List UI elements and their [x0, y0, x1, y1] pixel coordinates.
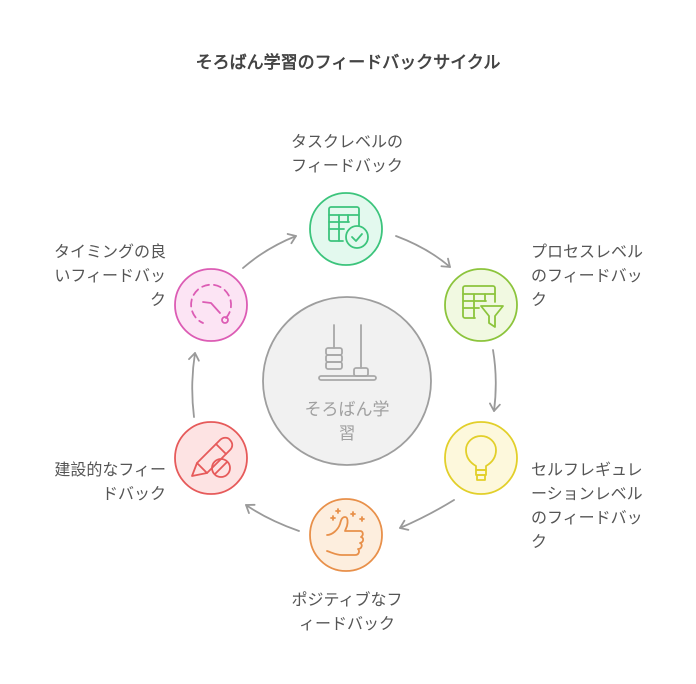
label-task: タスクレベルの フィードバック — [262, 130, 432, 178]
label-line: ク — [531, 290, 548, 309]
label-line: のフィードバッ — [531, 508, 643, 527]
node-constructive[interactable] — [174, 421, 248, 495]
arrow-task-to-process — [395, 235, 451, 268]
label-positive: ポジティブなフ ィードバック — [262, 588, 432, 636]
center-node — [262, 296, 432, 466]
node-selfreg[interactable] — [444, 421, 518, 495]
label-line: いフィードバッ — [54, 266, 166, 285]
pencil-eraser-icon — [191, 436, 234, 478]
abacus-icon — [318, 324, 377, 381]
label-line: セルフレギュレ — [531, 460, 643, 479]
label-line: タスクレベルの — [290, 132, 403, 151]
label-line: ク — [149, 290, 166, 309]
label-line: タイミングの良 — [53, 242, 166, 261]
arrow-selfreg-to-positive — [399, 499, 455, 531]
table-filter-icon — [462, 285, 504, 328]
table-check-icon — [328, 206, 369, 249]
node-process[interactable] — [444, 268, 518, 342]
label-process: プロセスレベル のフィードバッ ク — [531, 240, 681, 312]
cycle-arrows — [188, 233, 501, 532]
arrow-timely-to-task — [242, 233, 297, 269]
clock-dashed-icon — [190, 283, 232, 324]
label-line: 建設的なフィー — [54, 460, 166, 479]
label-line: フィードバック — [291, 156, 403, 175]
arrow-constructive-to-timely — [188, 352, 200, 418]
label-constructive: 建設的なフィー ドバック — [10, 458, 166, 506]
label-line: ポジティブなフ — [291, 590, 403, 609]
node-timely[interactable] — [174, 268, 248, 342]
thumbs-up-icon — [326, 508, 365, 556]
label-line: プロセスレベル — [531, 242, 644, 261]
label-line: ドバック — [101, 484, 166, 503]
diagram-title: そろばん学習のフィードバックサイクル — [195, 53, 501, 73]
label-line: ク — [531, 532, 548, 551]
node-task[interactable] — [309, 192, 383, 266]
label-line: のフィードバッ — [531, 266, 643, 285]
label-line: ィードバック — [298, 614, 395, 633]
lightbulb-icon — [465, 435, 497, 481]
node-positive[interactable] — [309, 498, 383, 572]
center-label: そろばん学 習 — [287, 398, 407, 446]
label-line: ーションレベル — [531, 484, 643, 503]
label-selfreg: セルフレギュレ ーションレベル のフィードバッ ク — [531, 458, 681, 554]
arrow-positive-to-constructive — [245, 503, 300, 532]
center-label-line2: 習 — [338, 424, 356, 444]
label-timely: タイミングの良 いフィードバッ ク — [10, 240, 166, 312]
arrow-process-to-selfreg — [489, 349, 501, 412]
center-label-line1: そろばん学 — [304, 400, 390, 420]
